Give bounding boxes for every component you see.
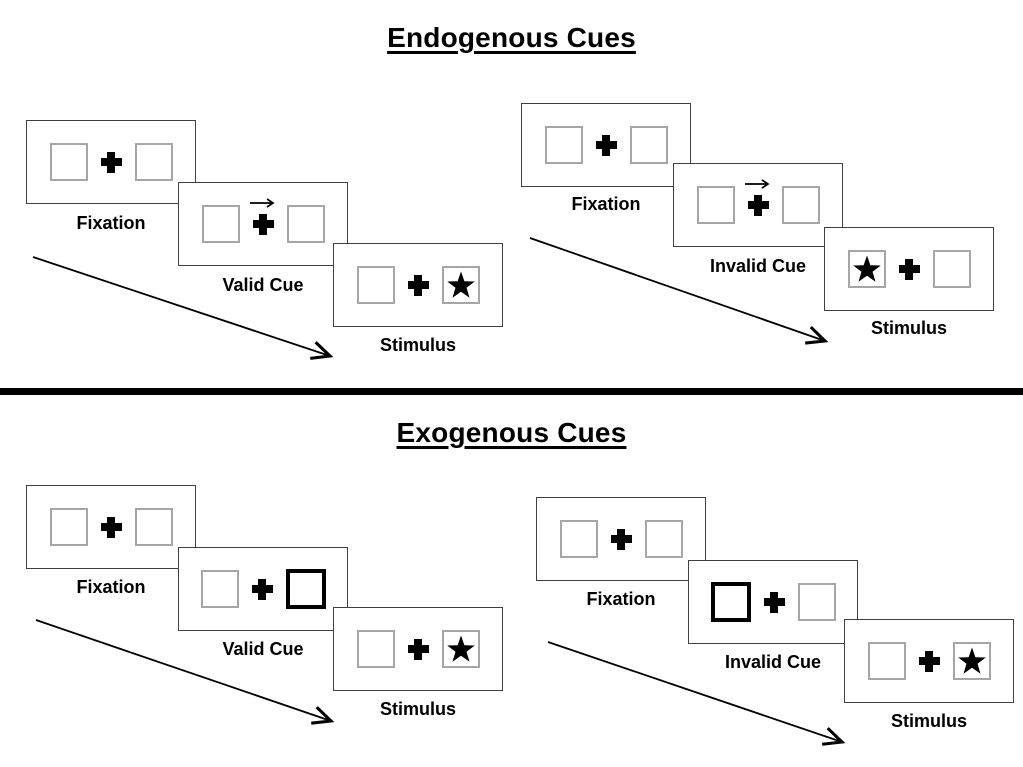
section-title-endogenous: Endogenous Cues <box>387 22 636 53</box>
right-placeholder-box <box>781 186 820 224</box>
step-label-valid-cue: Valid Cue <box>222 639 304 659</box>
step-label-invalid-cue: Invalid Cue <box>724 652 822 672</box>
fixation-panel <box>536 497 706 581</box>
fixation-cross-icon <box>610 528 632 550</box>
stimulus-panel <box>333 607 503 691</box>
left-placeholder-box <box>559 520 598 558</box>
fixation-panel <box>26 485 196 569</box>
fixation-cross-icon <box>100 516 122 538</box>
stimulus-panel <box>844 619 1014 703</box>
stimulus-panel <box>333 243 503 327</box>
invalid-cue-panel <box>688 560 858 644</box>
left-placeholder-box <box>356 266 395 304</box>
left-placeholder-box <box>49 508 88 546</box>
fixation-cross-icon <box>918 650 940 672</box>
fixation-cross-icon <box>763 591 785 613</box>
right-placeholder-box <box>797 583 836 621</box>
right-placeholder-box <box>286 205 325 243</box>
right-stimulus-box <box>441 630 480 668</box>
star-icon <box>957 647 986 674</box>
sequence-arrow-endogenous-invalid <box>529 237 829 345</box>
fixation-cross-icon <box>407 274 429 296</box>
step-label-invalid-cue: Invalid Cue <box>709 256 807 276</box>
stimulus-panel <box>824 227 994 311</box>
left-placeholder-box <box>49 143 88 181</box>
step-label-fixation: Fixation <box>76 577 146 597</box>
step-label-stimulus: Stimulus <box>890 711 967 731</box>
right-stimulus-box <box>441 266 480 304</box>
left-highlight-cue-box <box>710 582 751 622</box>
section-title-exogenous: Exogenous Cues <box>396 417 627 448</box>
left-placeholder-box <box>696 186 735 224</box>
fixation-cross-icon <box>407 638 429 660</box>
right-highlight-cue-box <box>285 569 326 609</box>
left-placeholder-box <box>201 205 240 243</box>
step-label-stimulus: Stimulus <box>379 335 456 355</box>
star-icon <box>852 255 881 282</box>
right-placeholder-box <box>644 520 683 558</box>
star-icon <box>446 635 475 662</box>
fixation-cross-icon <box>747 194 769 216</box>
left-placeholder-box <box>544 126 583 164</box>
star-icon <box>446 271 475 298</box>
cue-arrow-right-icon <box>250 198 275 208</box>
left-placeholder-box <box>200 570 239 608</box>
fixation-panel <box>26 120 196 204</box>
step-label-valid-cue: Valid Cue <box>222 275 304 295</box>
fixation-cross-icon <box>595 134 617 156</box>
cue-arrow-right-icon <box>745 179 770 189</box>
right-placeholder-box <box>932 250 971 288</box>
sequence-arrow-endogenous-valid <box>32 256 334 360</box>
step-label-stimulus: Stimulus <box>870 318 947 338</box>
section-divider <box>0 388 1023 395</box>
fixation-cross-icon <box>100 151 122 173</box>
right-placeholder-box <box>629 126 668 164</box>
left-placeholder-box <box>867 642 906 680</box>
valid-cue-panel <box>178 547 348 631</box>
fixation-cross-icon <box>898 258 920 280</box>
invalid-cue-panel <box>673 163 843 247</box>
fixation-cross-icon <box>252 213 274 235</box>
right-stimulus-box <box>952 642 991 680</box>
sequence-arrow-exogenous-valid <box>35 619 335 725</box>
valid-cue-panel <box>178 182 348 266</box>
step-label-fixation: Fixation <box>76 213 146 233</box>
fixation-panel <box>521 103 691 187</box>
right-placeholder-box <box>134 508 173 546</box>
step-label-fixation: Fixation <box>571 194 641 214</box>
step-label-fixation: Fixation <box>586 589 656 609</box>
right-placeholder-box <box>134 143 173 181</box>
step-label-stimulus: Stimulus <box>379 699 456 719</box>
fixation-cross-icon <box>251 578 273 600</box>
left-stimulus-box <box>847 250 886 288</box>
left-placeholder-box <box>356 630 395 668</box>
